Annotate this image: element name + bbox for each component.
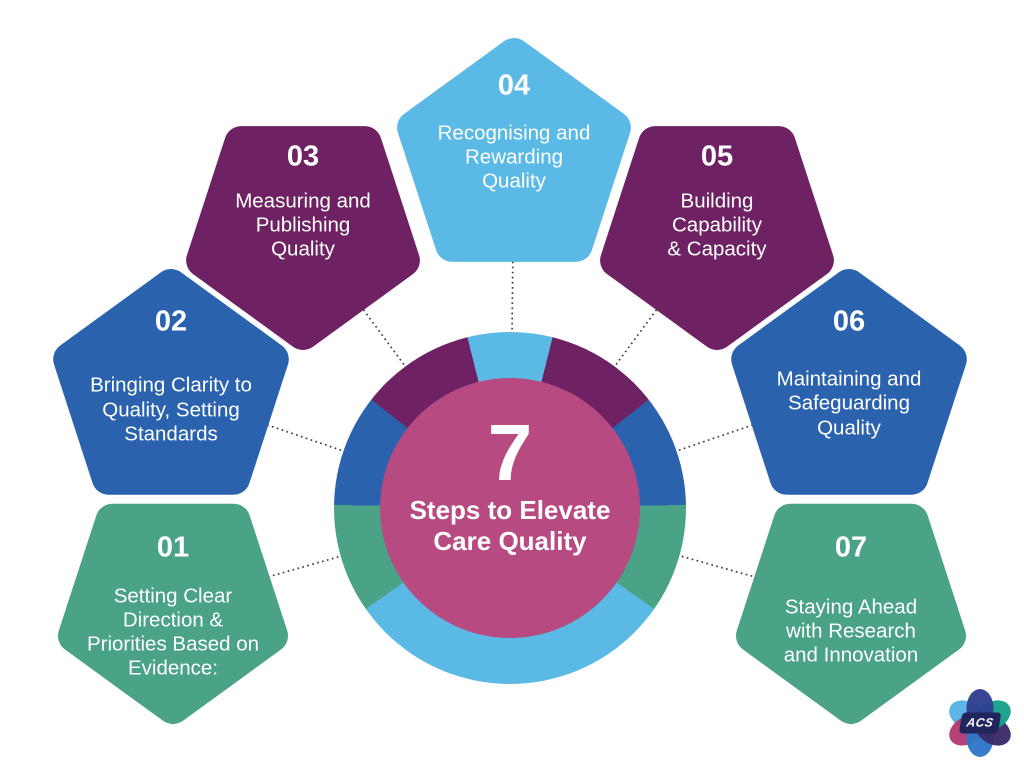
pentagon-shape	[736, 503, 966, 724]
step-number: 02	[154, 305, 188, 338]
step-number: 06	[832, 305, 866, 338]
step-label: Building Capability & Capacity	[667, 189, 767, 261]
connector-dotted-line	[509, 391, 850, 509]
pentagon-shape	[600, 126, 834, 350]
step-label: Setting Clear Direction & Priorities Bas…	[86, 584, 260, 680]
center-number: 7	[487, 408, 533, 498]
step-number: 01	[156, 531, 190, 564]
acs-flower-logo: ACS	[941, 684, 1019, 762]
step-label: Recognising and Rewarding Quality	[437, 121, 591, 193]
logo-text: ACS	[958, 712, 1002, 734]
step-number: 07	[834, 531, 868, 564]
step-label: Staying Ahead with Research and Innovati…	[783, 595, 919, 667]
connector-dotted-line	[170, 391, 511, 509]
pentagon-shape	[186, 126, 420, 350]
step-number: 03	[286, 140, 320, 173]
center-circle: 7 Steps to Elevate Care Quality	[380, 378, 640, 638]
pentagon-shape	[397, 38, 631, 262]
step-number: 05	[700, 140, 734, 173]
step-number: 04	[497, 69, 531, 102]
step-label: Maintaining and Safeguarding Quality	[776, 368, 922, 440]
pentagon-shape	[731, 269, 967, 495]
step-label: Bringing Clarity to Quality, Setting Sta…	[90, 374, 252, 446]
pentagon-shape	[58, 503, 288, 724]
step-label: Measuring and Publishing Quality	[235, 189, 371, 261]
center-title: Steps to Elevate Care Quality	[409, 495, 611, 556]
pentagon-shape	[53, 269, 289, 495]
